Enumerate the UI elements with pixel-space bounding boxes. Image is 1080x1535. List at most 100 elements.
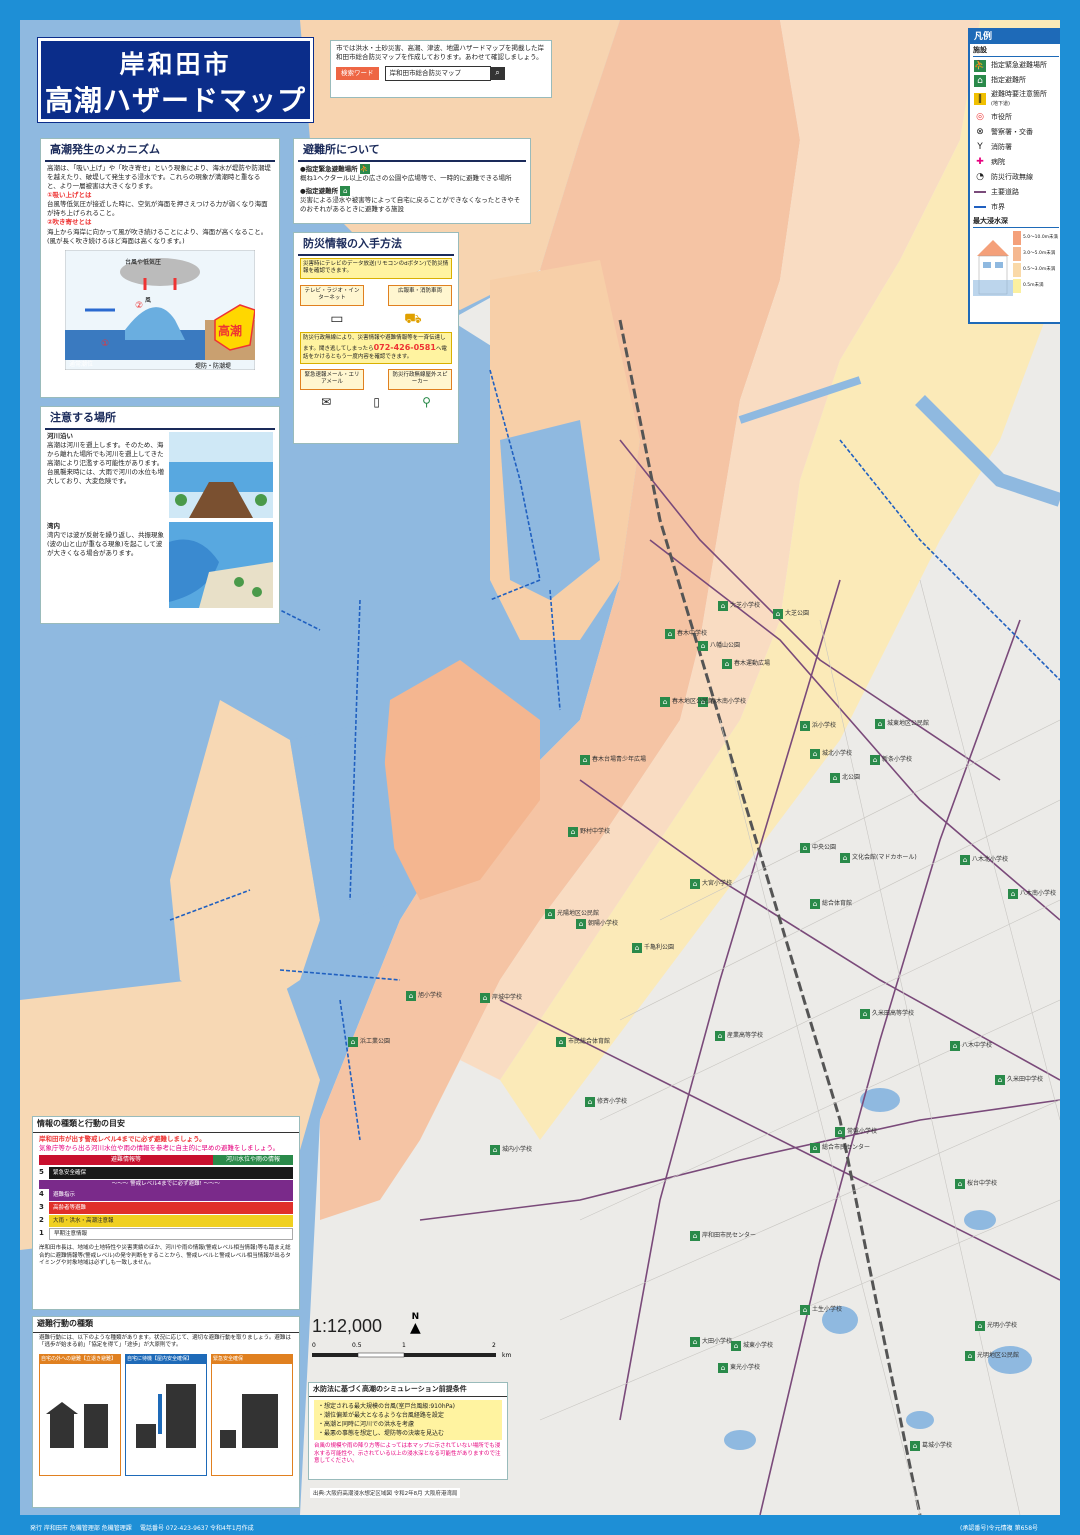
map-facility-label[interactable]: ⌂光陽地区公民館 (545, 908, 599, 919)
map-facility-label[interactable]: ⌂修斉小学校 (585, 1096, 627, 1107)
shelter-icon: ⌂ (810, 748, 820, 759)
depth-label: 0.5〜3.0m未満 (1023, 266, 1056, 272)
river-illustration (169, 431, 273, 518)
diagram-num1: ① (101, 339, 109, 349)
map-facility-label[interactable]: ⌂野村中学校 (568, 826, 610, 837)
map-facility-label[interactable]: ⌂春木運動広場 (722, 658, 770, 669)
map-facility-label[interactable]: ⌂旭小学校 (406, 990, 442, 1001)
map-facility-label[interactable]: ⌂浜小学校 (800, 720, 836, 731)
legend-row: ✚病院 (974, 156, 1058, 168)
map-facility-name: 春木南小学校 (710, 698, 747, 705)
map-facility-label[interactable]: ⌂久米田高等学校 (860, 1008, 914, 1019)
map-facility-label[interactable]: ⌂大芝小学校 (718, 600, 760, 611)
map-facility-label[interactable]: ⌂産業高等学校 (715, 1030, 763, 1041)
north-label: N (411, 1312, 420, 1322)
map-facility-label[interactable]: ⌂東光小学校 (718, 1362, 760, 1373)
info-box1: テレビ・ラジオ・インターネット (300, 284, 364, 306)
map-facility-label[interactable]: ⌂光明地区公民館 (965, 1350, 1019, 1361)
shelter-icon: ⌂ (480, 992, 490, 1003)
map-facility-label[interactable]: ⌂北公園 (830, 772, 860, 783)
legend-depth-heading: 最大浸水深 (973, 217, 1059, 228)
depth-label: 5.0〜10.0m未満 (1023, 234, 1059, 240)
speaker-icon: ◔ (976, 172, 984, 183)
footer-issuer: 発行 岸和田市 危機管理部 危機管理課 (30, 1525, 132, 1532)
alert-table-heading: 情報の種類と行動の目安 (33, 1117, 299, 1133)
caution-river-title: 河川沿い (47, 431, 73, 440)
map-facility-label[interactable]: ⌂総合体育館 (810, 898, 852, 909)
depth-swatch (1013, 262, 1021, 277)
alert-footer: 岸和田市長は、地域の土地特性や災害実績のほか、河川や雨の情報(警戒レベル相当情報… (39, 1245, 291, 1267)
pond (822, 1306, 858, 1334)
main-roads (419, 439, 1060, 1515)
shelter-icon: ⌂ (830, 772, 840, 783)
info-phone[interactable]: 072-426-0581 (373, 342, 436, 352)
caution-river-body: 高潮は河川を遡上します。そのため、海から離れた場所でも河川を遡上してきた高潮によ… (47, 440, 164, 486)
harbor-water (500, 420, 600, 600)
speaker-tower-icon: ⚲ (422, 394, 431, 409)
map-facility-label[interactable]: ⌂中央公園 (800, 842, 836, 853)
alert-level-text: 早期注意情報 (49, 1228, 293, 1241)
shelter-icon: ⌂ (731, 1340, 741, 1351)
map-facility-label[interactable]: ⌂城北小学校 (810, 748, 852, 759)
map-facility-label[interactable]: ⌂春木南小学校 (698, 696, 746, 707)
map-facility-name: 旭小学校 (418, 992, 443, 999)
map-facility-name: 北公園 (842, 774, 861, 781)
map-facility-label[interactable]: ⌂八幡山公園 (698, 640, 740, 651)
shelter-icon: ⌂ (995, 1074, 1005, 1085)
simulation-warning: 台風の規模や雨の降り方等によっては本マップに示されていない場所でも浸水する可能性… (314, 1443, 501, 1465)
map-facility-name: 岸和田市民センター (702, 1232, 757, 1239)
map-facility-label[interactable]: ⌂八木北小学校 (960, 854, 1008, 865)
map-facility-label[interactable]: ⌂岸城中学校 (480, 992, 522, 1003)
depth-level: 0.5m未満 (1013, 278, 1059, 294)
map-facility-label[interactable]: ⌂文化会館(マドカホール) (840, 852, 917, 863)
map-facility-label[interactable]: ⌂市民総合体育館 (556, 1036, 610, 1047)
map-facility-label[interactable]: ⌂大宮小学校 (690, 878, 732, 889)
map-facility-label[interactable]: ⌂春木台場青少年広場 (580, 754, 646, 765)
map-facility-label[interactable]: ⌂葛城小学校 (910, 1440, 952, 1451)
map-facility-label[interactable]: ⌂浜工業公園 (348, 1036, 390, 1047)
map-facility-label[interactable]: ⌂総合市民センター (810, 1142, 870, 1153)
search-label: 検索ワード (336, 67, 379, 80)
shelter-icon: ⌂ (773, 608, 783, 619)
evac-types-panel: 避難行動の種類 避難行動には、以下のような種類があります。状況に応じて、適切な避… (32, 1316, 300, 1508)
shelter-icon: ⌂ (960, 854, 970, 865)
map-facility-name: 野村中学校 (580, 828, 611, 835)
map-facility-name: 久米田中学校 (1007, 1076, 1044, 1083)
map-facility-label[interactable]: ⌂常盤小学校 (835, 1126, 877, 1137)
map-facility-label[interactable]: ⌂朝陽小学校 (576, 918, 618, 929)
map-facility-name: 浜工業公園 (360, 1038, 391, 1045)
info-box2: 広報車・消防車両 (388, 284, 452, 306)
building-icon (46, 1401, 108, 1448)
map-facility-label[interactable]: ⌂八木中学校 (950, 1040, 992, 1051)
map-facility-label[interactable]: ⌂新条小学校 (870, 754, 912, 765)
shelter-icon: ⌂ (690, 1230, 700, 1241)
search-input[interactable]: 岸和田市総合防災マップ (384, 66, 491, 81)
map-facility-label[interactable]: ⌂土生小学校 (800, 1304, 842, 1315)
map-facility-label[interactable]: ⌂千亀利公園 (632, 942, 674, 953)
map-facility-label[interactable]: ⌂桜台中学校 (955, 1178, 997, 1189)
mechanism-diagram: 台風や低気圧 風 通常潮位 堤防・防潮堤 高潮 ① ② (65, 249, 255, 370)
map-facility-label[interactable]: ⌂城内小学校 (490, 1144, 532, 1155)
search-icon[interactable]: ⌕ (490, 67, 505, 81)
map-facility-label[interactable]: ⌂春木中学校 (665, 628, 707, 639)
caution-bay-title: 湾内 (47, 521, 60, 530)
map-facility-label[interactable]: ⌂岸和田市民センター (690, 1230, 756, 1241)
map-facility-label[interactable]: ⌂大芝公園 (773, 608, 809, 619)
map-facility-label[interactable]: ⌂城東地区公民館 (875, 718, 929, 729)
footer-date: 令和4年1月作成 (210, 1525, 254, 1532)
map-facility-label[interactable]: ⌂八木南小学校 (1008, 888, 1056, 899)
map-facility-name: 八木南小学校 (1020, 890, 1057, 897)
map-facility-label[interactable]: ⌂城東小学校 (731, 1340, 773, 1351)
evac-type2: 自宅に待機【屋内安全確保】 (126, 1355, 206, 1364)
map-facility-label[interactable]: ⌂春木地区公民館 (660, 696, 714, 707)
intro-text: 市では洪水・土砂災害、高潮、津波、地震ハザードマップを掲載した岸和田市総合防災マ… (336, 44, 544, 62)
map-facility-name: 中央公園 (812, 844, 837, 851)
depth-label: 3.0〜5.0m未満 (1023, 250, 1056, 256)
map-facility-name: 浜小学校 (812, 722, 837, 729)
map-facility-label[interactable]: ⌂光明小学校 (975, 1320, 1017, 1331)
map-facility-label[interactable]: ⌂大田小学校 (690, 1336, 732, 1347)
map-facility-label[interactable]: ⌂久米田中学校 (995, 1074, 1043, 1085)
pond (860, 1088, 900, 1112)
legend-row: ⛹指定緊急避難場所 (974, 59, 1058, 72)
